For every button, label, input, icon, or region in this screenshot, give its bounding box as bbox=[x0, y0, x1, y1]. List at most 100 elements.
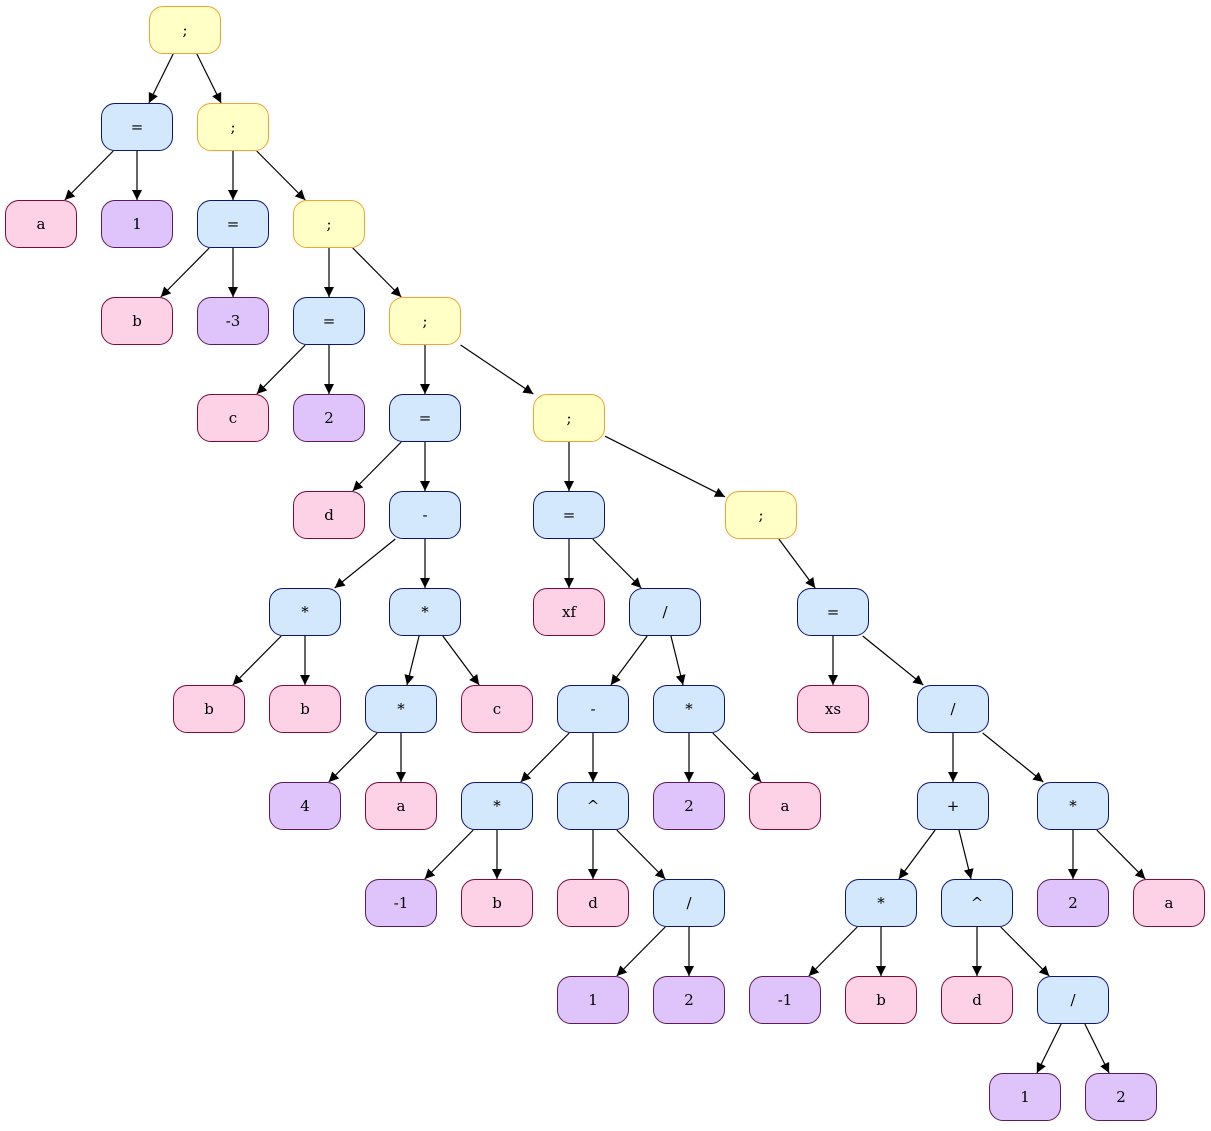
tree-node-num: 2 bbox=[1037, 879, 1109, 927]
edge-n32-n34 bbox=[424, 829, 474, 880]
node-label: 1 bbox=[1020, 1088, 1030, 1106]
node-label: c bbox=[228, 409, 238, 427]
node-label: -3 bbox=[225, 312, 241, 330]
tree-node-var: d bbox=[557, 879, 629, 927]
tree-node-seq: ; bbox=[149, 6, 221, 54]
node-label: ; bbox=[566, 409, 572, 427]
node-label: / bbox=[662, 603, 668, 621]
node-label: ; bbox=[182, 21, 188, 39]
tree-node-op: + bbox=[917, 782, 989, 830]
tree-node-op: / bbox=[1037, 976, 1109, 1024]
node-label: a bbox=[36, 215, 46, 233]
tree-node-num: 2 bbox=[293, 394, 365, 442]
tree-node-seq: ; bbox=[533, 394, 605, 442]
tree-node-op: = bbox=[389, 394, 461, 442]
tree-node-var: c bbox=[197, 394, 269, 442]
tree-node-op: - bbox=[389, 491, 461, 539]
tree-node-op: * bbox=[845, 879, 917, 927]
node-label: / bbox=[686, 894, 692, 912]
edge-n45-n47 bbox=[898, 829, 936, 880]
edge-n52-n54 bbox=[1084, 1023, 1110, 1074]
edge-n46-n56 bbox=[1096, 829, 1146, 880]
tree-node-var: d bbox=[293, 491, 365, 539]
node-label: = bbox=[562, 506, 576, 524]
node-label: * bbox=[493, 797, 501, 815]
tree-node-num: 1 bbox=[989, 1073, 1061, 1121]
node-label: b bbox=[300, 700, 310, 718]
edge-n30-n32 bbox=[520, 732, 570, 783]
node-label: * bbox=[421, 603, 429, 621]
edge-n18-n20 bbox=[232, 635, 282, 686]
tree-node-op: - bbox=[557, 685, 629, 733]
node-label: ^ bbox=[970, 894, 984, 912]
edge-n26-n29 bbox=[592, 538, 642, 589]
node-label: * bbox=[301, 603, 309, 621]
edge-n42-n44 bbox=[862, 635, 924, 686]
node-label: a bbox=[780, 797, 790, 815]
node-label: = bbox=[322, 312, 336, 330]
node-label: d bbox=[972, 991, 982, 1009]
tree-node-num: 2 bbox=[1085, 1073, 1157, 1121]
edge-n15-n27 bbox=[604, 435, 726, 498]
tree-node-var: b bbox=[269, 685, 341, 733]
tree-node-op: * bbox=[1037, 782, 1109, 830]
edge-n31-n41 bbox=[712, 732, 762, 783]
edge-n3-n7 bbox=[256, 150, 306, 201]
node-label: = bbox=[418, 409, 432, 427]
tree-node-op: ^ bbox=[941, 879, 1013, 927]
tree-node-var: a bbox=[365, 782, 437, 830]
tree-node-op: ^ bbox=[557, 782, 629, 830]
node-label: - bbox=[590, 700, 596, 718]
edge-n19-n23 bbox=[442, 635, 480, 686]
edge-n14-n16 bbox=[352, 441, 402, 492]
edge-n1-n3 bbox=[196, 53, 222, 104]
node-label: 2 bbox=[1068, 894, 1078, 912]
edge-n17-n18 bbox=[334, 538, 396, 589]
edge-n7-n11 bbox=[352, 247, 402, 298]
node-label: / bbox=[950, 700, 956, 718]
tree-node-op: * bbox=[269, 588, 341, 636]
tree-node-op: = bbox=[197, 200, 269, 248]
tree-node-var: xf bbox=[533, 588, 605, 636]
edge-n29-n30 bbox=[610, 635, 648, 686]
tree-node-num: -1 bbox=[749, 976, 821, 1024]
tree-node-op: / bbox=[917, 685, 989, 733]
node-label: xf bbox=[561, 603, 576, 621]
tree-node-num: 1 bbox=[101, 200, 173, 248]
tree-node-var: a bbox=[749, 782, 821, 830]
node-label: * bbox=[397, 700, 405, 718]
edge-n11-n15 bbox=[460, 344, 534, 395]
tree-node-seq: ; bbox=[725, 491, 797, 539]
tree-node-num: 4 bbox=[269, 782, 341, 830]
edge-n45-n48 bbox=[958, 829, 974, 880]
edge-n29-n31 bbox=[670, 635, 686, 686]
edge-n52-n53 bbox=[1036, 1023, 1062, 1074]
tree-node-num: 2 bbox=[653, 782, 725, 830]
tree-node-num: -3 bbox=[197, 297, 269, 345]
node-label: -1 bbox=[393, 894, 409, 912]
node-label: a bbox=[396, 797, 406, 815]
node-label: / bbox=[1070, 991, 1076, 1009]
node-label: d bbox=[588, 894, 598, 912]
node-label: = bbox=[226, 215, 240, 233]
node-label: = bbox=[826, 603, 840, 621]
node-label: a bbox=[1164, 894, 1174, 912]
edge-n19-n22 bbox=[404, 635, 420, 686]
node-label: b bbox=[204, 700, 214, 718]
tree-node-var: b bbox=[845, 976, 917, 1024]
node-label: * bbox=[877, 894, 885, 912]
node-label: 2 bbox=[324, 409, 334, 427]
node-label: - bbox=[422, 506, 428, 524]
node-label: xs bbox=[824, 700, 842, 718]
tree-node-op: = bbox=[293, 297, 365, 345]
tree-node-op: * bbox=[653, 685, 725, 733]
tree-node-op: * bbox=[389, 588, 461, 636]
node-label: ^ bbox=[586, 797, 600, 815]
edge-n1-n2 bbox=[148, 53, 174, 104]
node-label: 4 bbox=[300, 797, 310, 815]
node-label: ; bbox=[230, 118, 236, 136]
edge-n10-n12 bbox=[256, 344, 306, 395]
node-label: b bbox=[492, 894, 502, 912]
edge-n47-n49 bbox=[808, 926, 858, 977]
